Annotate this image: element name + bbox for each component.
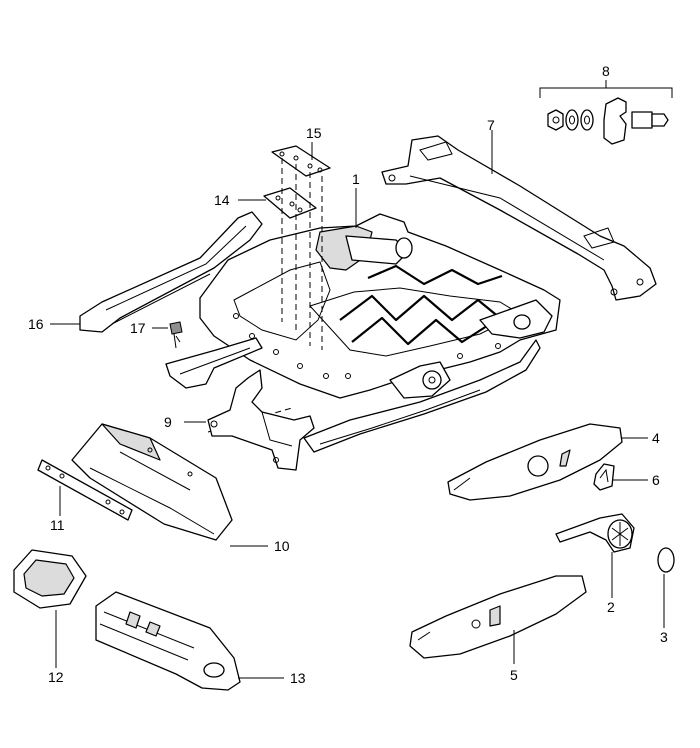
callout-10: 10 xyxy=(274,538,290,554)
part-16-trim xyxy=(50,211,263,333)
callout-6: 6 xyxy=(652,472,660,488)
part-15-plate xyxy=(271,142,331,177)
part-7-side-rail xyxy=(381,130,657,301)
callout-12: 12 xyxy=(48,669,64,685)
part-14-plate xyxy=(238,187,317,219)
callout-4: 4 xyxy=(652,430,660,446)
part-10-tray xyxy=(71,423,268,547)
lower-bracket xyxy=(165,337,263,389)
part-1-seat-frame xyxy=(199,188,561,453)
callout-13: 13 xyxy=(290,670,306,686)
callout-3: 3 xyxy=(660,629,668,645)
part-6-grommet xyxy=(593,463,648,491)
part-3-cap xyxy=(657,547,675,628)
part-12-ring xyxy=(13,549,87,668)
part-4-side-cover xyxy=(447,423,648,501)
part-13-cylinder-cover xyxy=(95,591,284,691)
callout-9: 9 xyxy=(164,414,172,430)
callout-17: 17 xyxy=(130,320,146,336)
part-11-strip xyxy=(37,459,133,521)
callout-15: 15 xyxy=(306,125,322,141)
part-8-hardware-group xyxy=(539,80,673,145)
part-5-lower-cover xyxy=(409,575,587,664)
part-9-bracket xyxy=(184,369,315,471)
callout-5: 5 xyxy=(510,667,518,683)
callout-2: 2 xyxy=(607,599,615,615)
callout-labels: 1 2 3 4 5 6 7 8 9 10 11 12 13 14 15 16 1… xyxy=(28,63,668,686)
callout-7: 7 xyxy=(487,117,495,133)
callout-11: 11 xyxy=(50,517,65,533)
part-2-lever xyxy=(555,513,635,598)
callout-8: 8 xyxy=(602,63,610,79)
callout-16: 16 xyxy=(28,316,44,332)
callout-1: 1 xyxy=(352,171,360,187)
part-17-screw xyxy=(152,321,183,349)
callout-14: 14 xyxy=(214,192,230,208)
